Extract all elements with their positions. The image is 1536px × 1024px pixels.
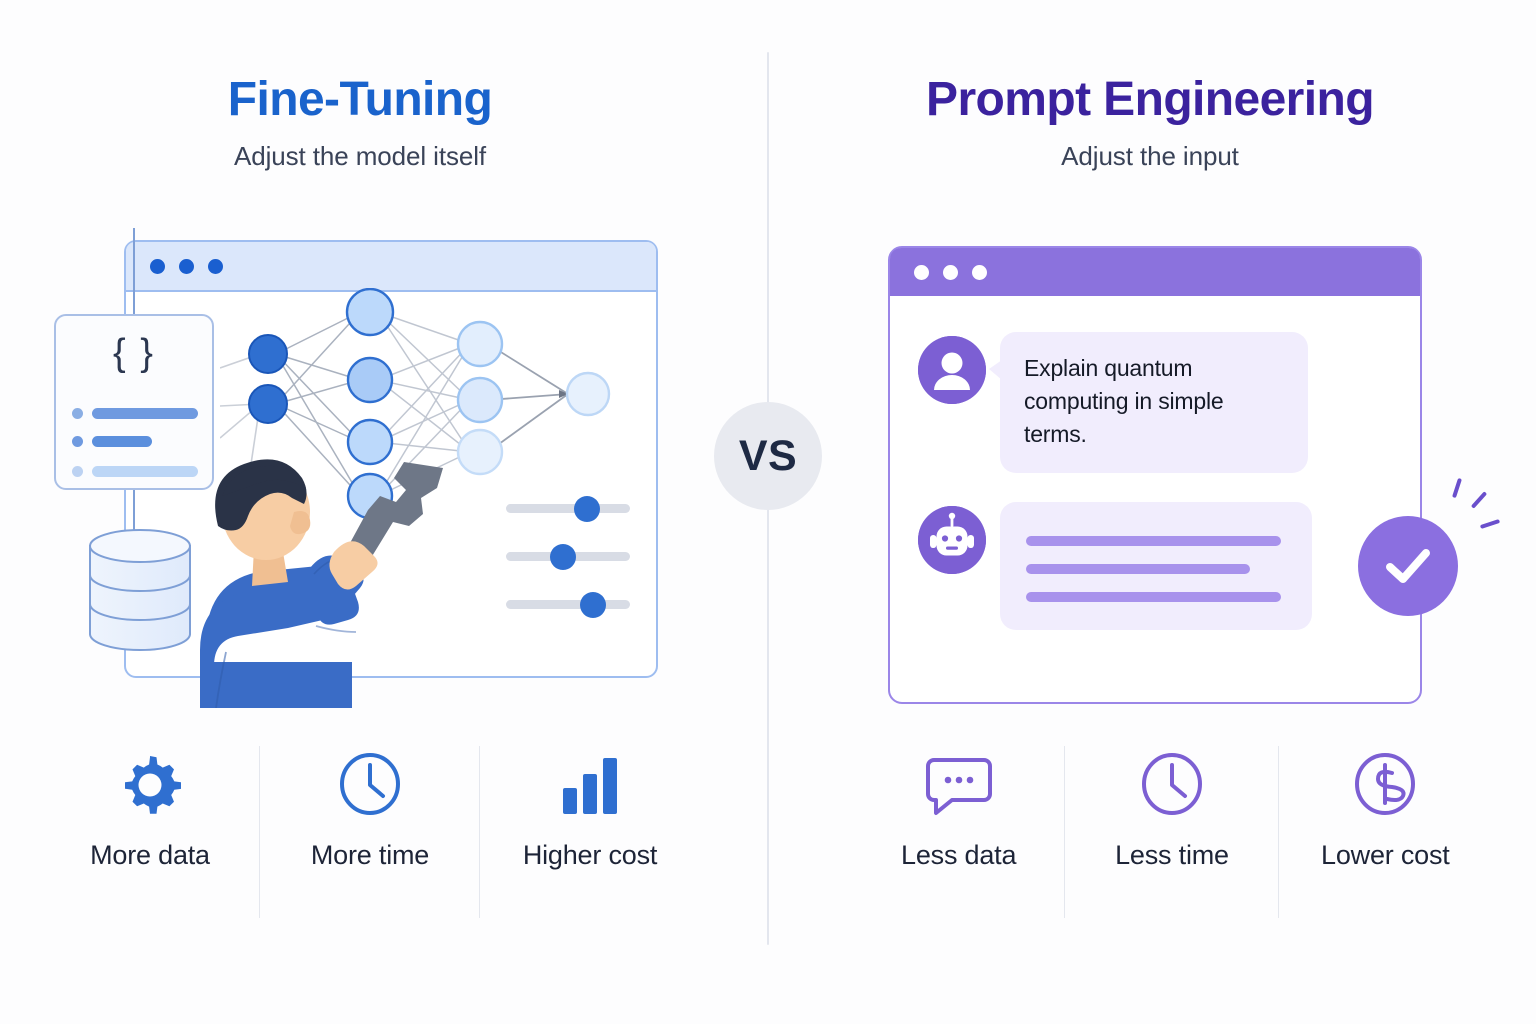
stat-separator xyxy=(1064,746,1066,918)
code-row-2-bullet-icon xyxy=(72,436,83,447)
window-dot-3-icon xyxy=(972,264,987,280)
hyperparameter-sliders[interactable] xyxy=(506,494,652,624)
left-subtitle: Adjust the model itself xyxy=(233,140,487,171)
prompt-engineering-stats: Less data Less time Lower cost xyxy=(852,742,1492,918)
bubble-tail xyxy=(989,360,1002,380)
code-row-3-bullet-icon xyxy=(72,466,83,477)
stat-label: Lower cost xyxy=(1321,840,1450,870)
bar-chart-icon xyxy=(561,742,619,816)
stat-more-data: More data xyxy=(40,742,260,918)
node-input-2 xyxy=(248,384,288,424)
vs-badge: VS xyxy=(714,402,822,510)
code-card-top-connector xyxy=(133,228,135,316)
sparkle-3-icon xyxy=(1479,519,1501,529)
chat-window-titlebar xyxy=(890,248,1420,296)
left-column-header: Fine-Tuning Adjust the model itself xyxy=(60,73,660,172)
neural-network-svg xyxy=(219,287,611,520)
chat-window xyxy=(888,246,1422,704)
node-hidden-3 xyxy=(346,418,394,466)
stat-label: Higher cost xyxy=(522,840,658,870)
model-window-titlebar xyxy=(126,242,656,292)
slider-3-track[interactable] xyxy=(506,600,630,609)
user-message-bubble: Explain quantum computing in simple term… xyxy=(989,332,1308,473)
slider-1-track[interactable] xyxy=(506,504,630,513)
stat-separator xyxy=(479,746,480,918)
left-title: Fine-Tuning xyxy=(227,73,493,126)
node-deep-1 xyxy=(456,320,504,368)
clock-icon xyxy=(338,742,402,816)
check-icon xyxy=(1386,549,1430,583)
fine-tuning-stats: More data More time Higher cost xyxy=(40,742,700,918)
user-message-text: Explain quantum computing in simple term… xyxy=(1024,355,1224,447)
stat-label: More time xyxy=(310,840,430,870)
curly-braces-icon: { } xyxy=(113,332,155,374)
robot-avatar-icon xyxy=(918,506,986,574)
right-column-header: Prompt Engineering Adjust the input xyxy=(870,73,1430,172)
stat-label: Less time xyxy=(1115,840,1229,870)
success-check-badge xyxy=(1358,516,1458,616)
engineer-figure xyxy=(198,456,488,709)
window-dot-1-icon xyxy=(914,264,929,280)
database-cylinder-icon xyxy=(88,528,192,652)
node-deep-3 xyxy=(456,428,504,476)
node-hidden-1 xyxy=(345,287,395,337)
response-line-2 xyxy=(1026,564,1250,574)
node-input-1 xyxy=(248,334,288,374)
response-line-1 xyxy=(1026,536,1281,546)
response-line-3 xyxy=(1026,592,1281,602)
stat-label: Less data xyxy=(901,840,1017,870)
code-card-bottom-connector xyxy=(133,490,135,536)
clock-icon xyxy=(1140,742,1204,816)
code-row-3 xyxy=(72,466,198,477)
user-avatar-icon xyxy=(918,336,986,404)
fine-tuning-illustration: { } xyxy=(40,228,680,709)
window-dot-2-icon xyxy=(943,264,958,280)
window-dot-2-icon xyxy=(179,258,194,274)
gear-icon xyxy=(119,742,181,816)
code-row-3-bar xyxy=(92,466,198,477)
right-subtitle: Adjust the input xyxy=(1061,140,1239,171)
code-row-1-bar xyxy=(92,408,198,419)
stat-more-time: More time xyxy=(260,742,480,918)
sparkle-1-icon xyxy=(1452,477,1462,499)
stat-label: More data xyxy=(90,840,210,870)
prompt-engineering-illustration: Explain quantum computing in simple term… xyxy=(860,228,1501,708)
slider-1-knob[interactable] xyxy=(574,496,600,522)
code-row-2-bar xyxy=(92,436,152,447)
stat-less-time: Less time xyxy=(1065,742,1279,918)
node-deep-2 xyxy=(456,376,504,424)
stat-higher-cost: Higher cost xyxy=(480,742,700,872)
window-dot-1-icon xyxy=(150,258,165,274)
vs-label: VS xyxy=(738,431,798,480)
chat-bubble-icon xyxy=(925,742,992,816)
stat-separator xyxy=(259,746,260,918)
stat-lower-cost: Lower cost xyxy=(1279,742,1492,872)
right-title: Prompt Engineering xyxy=(926,73,1375,126)
neural-network-diagram xyxy=(219,287,640,538)
bot-response-bubble xyxy=(1000,502,1312,630)
code-row-2 xyxy=(72,436,152,447)
slider-3-knob[interactable] xyxy=(580,592,606,618)
slider-2-knob[interactable] xyxy=(550,544,576,570)
dollar-circle-icon xyxy=(1353,742,1417,816)
code-card: { } xyxy=(54,314,214,490)
window-dot-3-icon xyxy=(208,258,223,274)
node-output-1 xyxy=(565,371,611,417)
code-row-1 xyxy=(72,408,198,419)
stat-separator xyxy=(1277,746,1279,918)
stat-less-data: Less data xyxy=(852,742,1066,918)
code-row-1-bullet-icon xyxy=(72,408,83,419)
sparkle-2-icon xyxy=(1470,491,1488,509)
node-hidden-2 xyxy=(346,356,394,404)
